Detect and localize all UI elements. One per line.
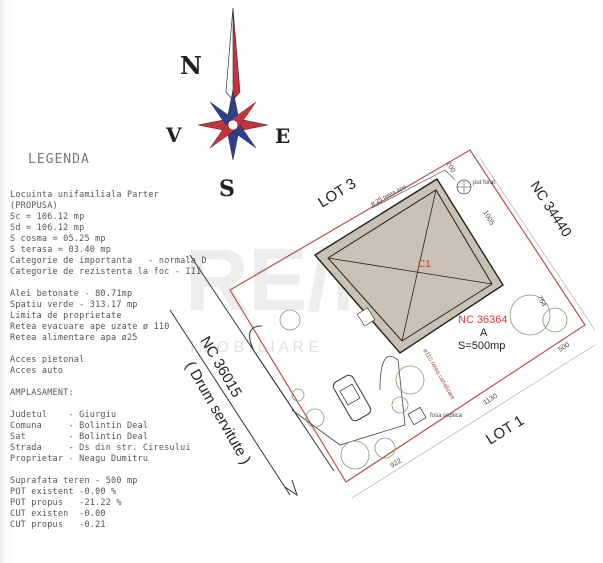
nc-east-label: NC 34440 [527,178,575,240]
legend-line: Acces auto [10,366,64,376]
legend-line: CUT propus -0.21 [10,520,106,530]
legend-line: Retea evacuare ape uzate ø 110 [10,322,170,332]
dim-500: 500 [557,342,571,354]
legend-line: Comuna - Bolintin Deal [10,421,149,431]
compass-s: S [219,176,235,202]
legend-line: Locuinta unifamiliala Parter [10,190,159,200]
well-label: put forat [473,180,495,186]
house-c1 [313,178,504,354]
dim-754: 754 [535,295,547,309]
lot3-label: LOT 3 [315,175,359,211]
legend-line: Judetul - Giurgiu [10,410,117,420]
dim-200: 200 [444,161,456,175]
legend-title: LEGENDA [28,152,90,167]
legend-line: Proprietar - Neagu Dumitru [10,454,149,464]
watermark-sub: I M O B I L I A R E [190,339,319,356]
septic-tank-icon [407,406,427,426]
tree-icons [279,294,568,470]
septic-label: fosa septica [430,413,463,419]
legend-line: Categorie de importanta - normala D [10,256,207,266]
legend-line: Acces pietonal [10,355,85,365]
legend-line: Sat - Bolintin Deal [10,432,149,442]
building-label: C1 [418,259,431,270]
legend-line: S terasa = 03.40 mp [10,245,112,255]
car-icon [332,374,372,422]
sewer-net-label: ø110 retea canalizare [421,348,455,401]
lot1-label: LOT 1 [483,412,527,448]
compass-n: N [180,51,202,80]
parcel-letter: A [480,327,488,339]
parcel-area: S=500mp [458,340,505,352]
legend-line: CUT existen -0.00 [10,509,106,519]
dim-1005: 1005 [481,210,495,227]
legend-line: Sd = 106.12 mp [10,223,85,233]
legend-line: Alei betonate - 80.71mp [10,289,133,299]
legend-line: Retea alimentare apa ø25 [10,333,138,343]
property-boundary [229,149,586,483]
legend-line: AMPLASAMENT: [10,388,74,398]
legend-line: Categorie de rezistenta la foc - III [10,267,202,277]
legend-line: Strada - Ds din str. Ciresului [10,443,191,453]
legend-line: Sc = 106.12 mp [10,212,85,222]
dim-922: 922 [389,458,403,470]
compass-e: E [275,124,290,148]
legend-line: Suprafata teren - 500 mp [10,476,138,486]
compass-v: V [165,123,182,147]
legend-line: Spatiu verde - 313.17 mp [10,300,138,310]
legend-line: (PROPUSA) [10,201,58,211]
dim-1130: 1130 [482,393,499,407]
legend-line: POT existent -0.00 % [10,487,117,497]
legend-line: Limita de proprietate [10,311,122,321]
compass-rose-icon: N V E S [165,7,290,202]
legend-line: S cosma = 05.25 mp [10,234,106,244]
legend-line: POT propus -21.22 % [10,498,122,508]
parcel-nc: NC 36364 [458,314,508,326]
